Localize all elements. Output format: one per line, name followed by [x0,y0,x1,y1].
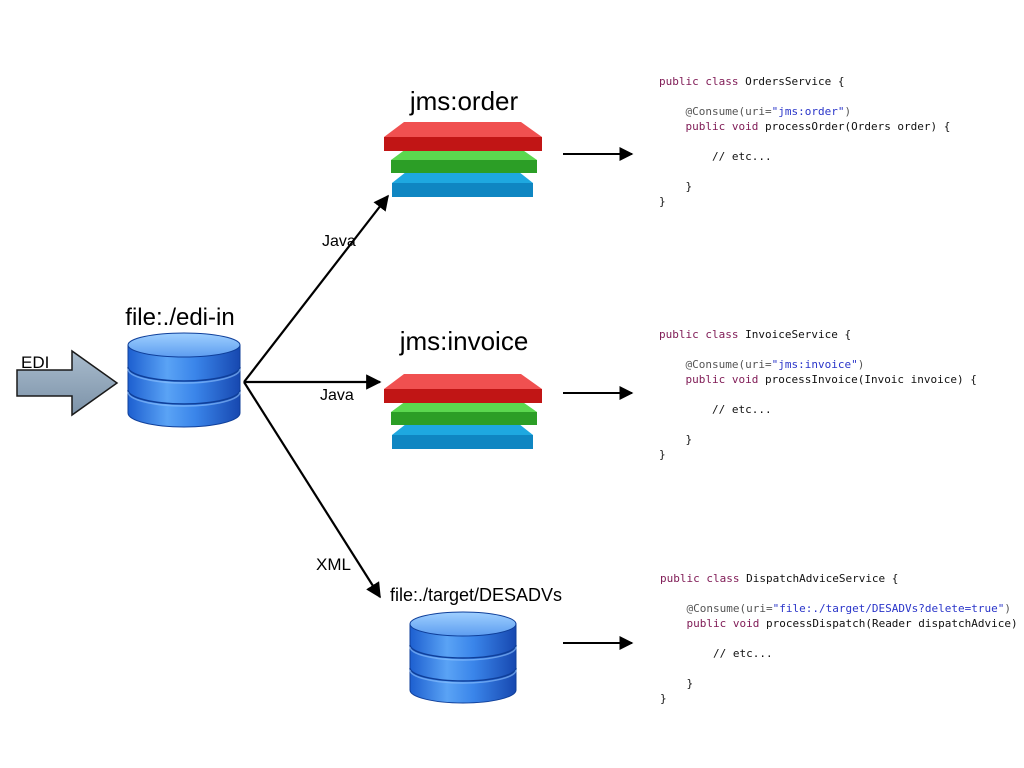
dispatch-advice-service-code: public class DispatchAdviceService { @Co… [660,571,1024,706]
code-close-brace: } [685,180,693,193]
code-keyword: public class [659,328,739,341]
edi-input-arrow: EDI [16,349,119,417]
code-method-signature: processDispatch(Reader dispatchAdvice) { [759,617,1024,630]
database-icon [127,332,241,428]
code-method-signature: processOrder(Orders order) { [758,120,951,133]
code-close-brace: } [659,448,666,461]
jms-order-label: jms:order [409,86,519,116]
code-annotation-close: ) [857,358,865,371]
code-comment: // etc... [712,647,773,660]
java-label-invoice: Java [320,387,354,404]
code-uri-string: "jms:invoice" [771,358,858,371]
code-class-name: DispatchAdviceService { [739,572,899,585]
code-close-brace: } [685,433,693,446]
orders-service-code: public class OrdersService { @Consume(ur… [659,74,950,209]
xml-label: XML [316,555,351,574]
jms-invoice-queue: jms:invoice [384,326,634,449]
jms-order-queue: jms:order [384,86,634,197]
code-keyword: public void [685,120,759,133]
code-keyword: public void [686,617,760,630]
code-class-name: OrdersService { [738,75,845,88]
code-comment: // etc... [711,403,772,416]
code-annotation-close: ) [1004,602,1012,615]
target-database: file:./target/DESADVs [390,585,634,704]
code-class-name: InvoiceService { [738,328,852,341]
code-annotation-close: ) [844,105,852,118]
block-arrow-icon [16,349,119,417]
code-annotation: @Consume(uri= [686,602,773,615]
layered-stack-icon [384,122,542,197]
code-method-signature: processInvoice(Invoic invoice) { [758,373,977,386]
java-label-order: Java [322,233,356,250]
desadvs-label: file:./target/DESADVs [390,585,562,605]
code-keyword: public void [685,373,759,386]
code-keyword: public class [659,75,739,88]
code-annotation: @Consume(uri= [685,105,772,118]
route-arrow-to-desadvs [243,381,381,599]
code-close-brace: } [686,677,694,690]
edi-in-label: file:./edi-in [125,304,234,331]
database-icon [409,611,517,704]
invoice-service-code: public class InvoiceService { @Consume(u… [659,327,977,462]
code-uri-string: "jms:order" [771,105,845,118]
code-close-brace: } [659,195,666,208]
jms-invoice-label: jms:invoice [399,326,529,356]
route-arrow-to-order [243,194,389,383]
edi-label: EDI [21,353,49,372]
code-comment: // etc... [711,150,772,163]
code-keyword: public class [660,572,740,585]
code-close-brace: } [660,692,667,705]
layered-stack-icon [384,374,542,449]
code-uri-string: "file:./target/DESADVs?delete=true" [772,602,1005,615]
code-annotation: @Consume(uri= [685,358,772,371]
source-database: file:./edi-in [125,304,241,428]
